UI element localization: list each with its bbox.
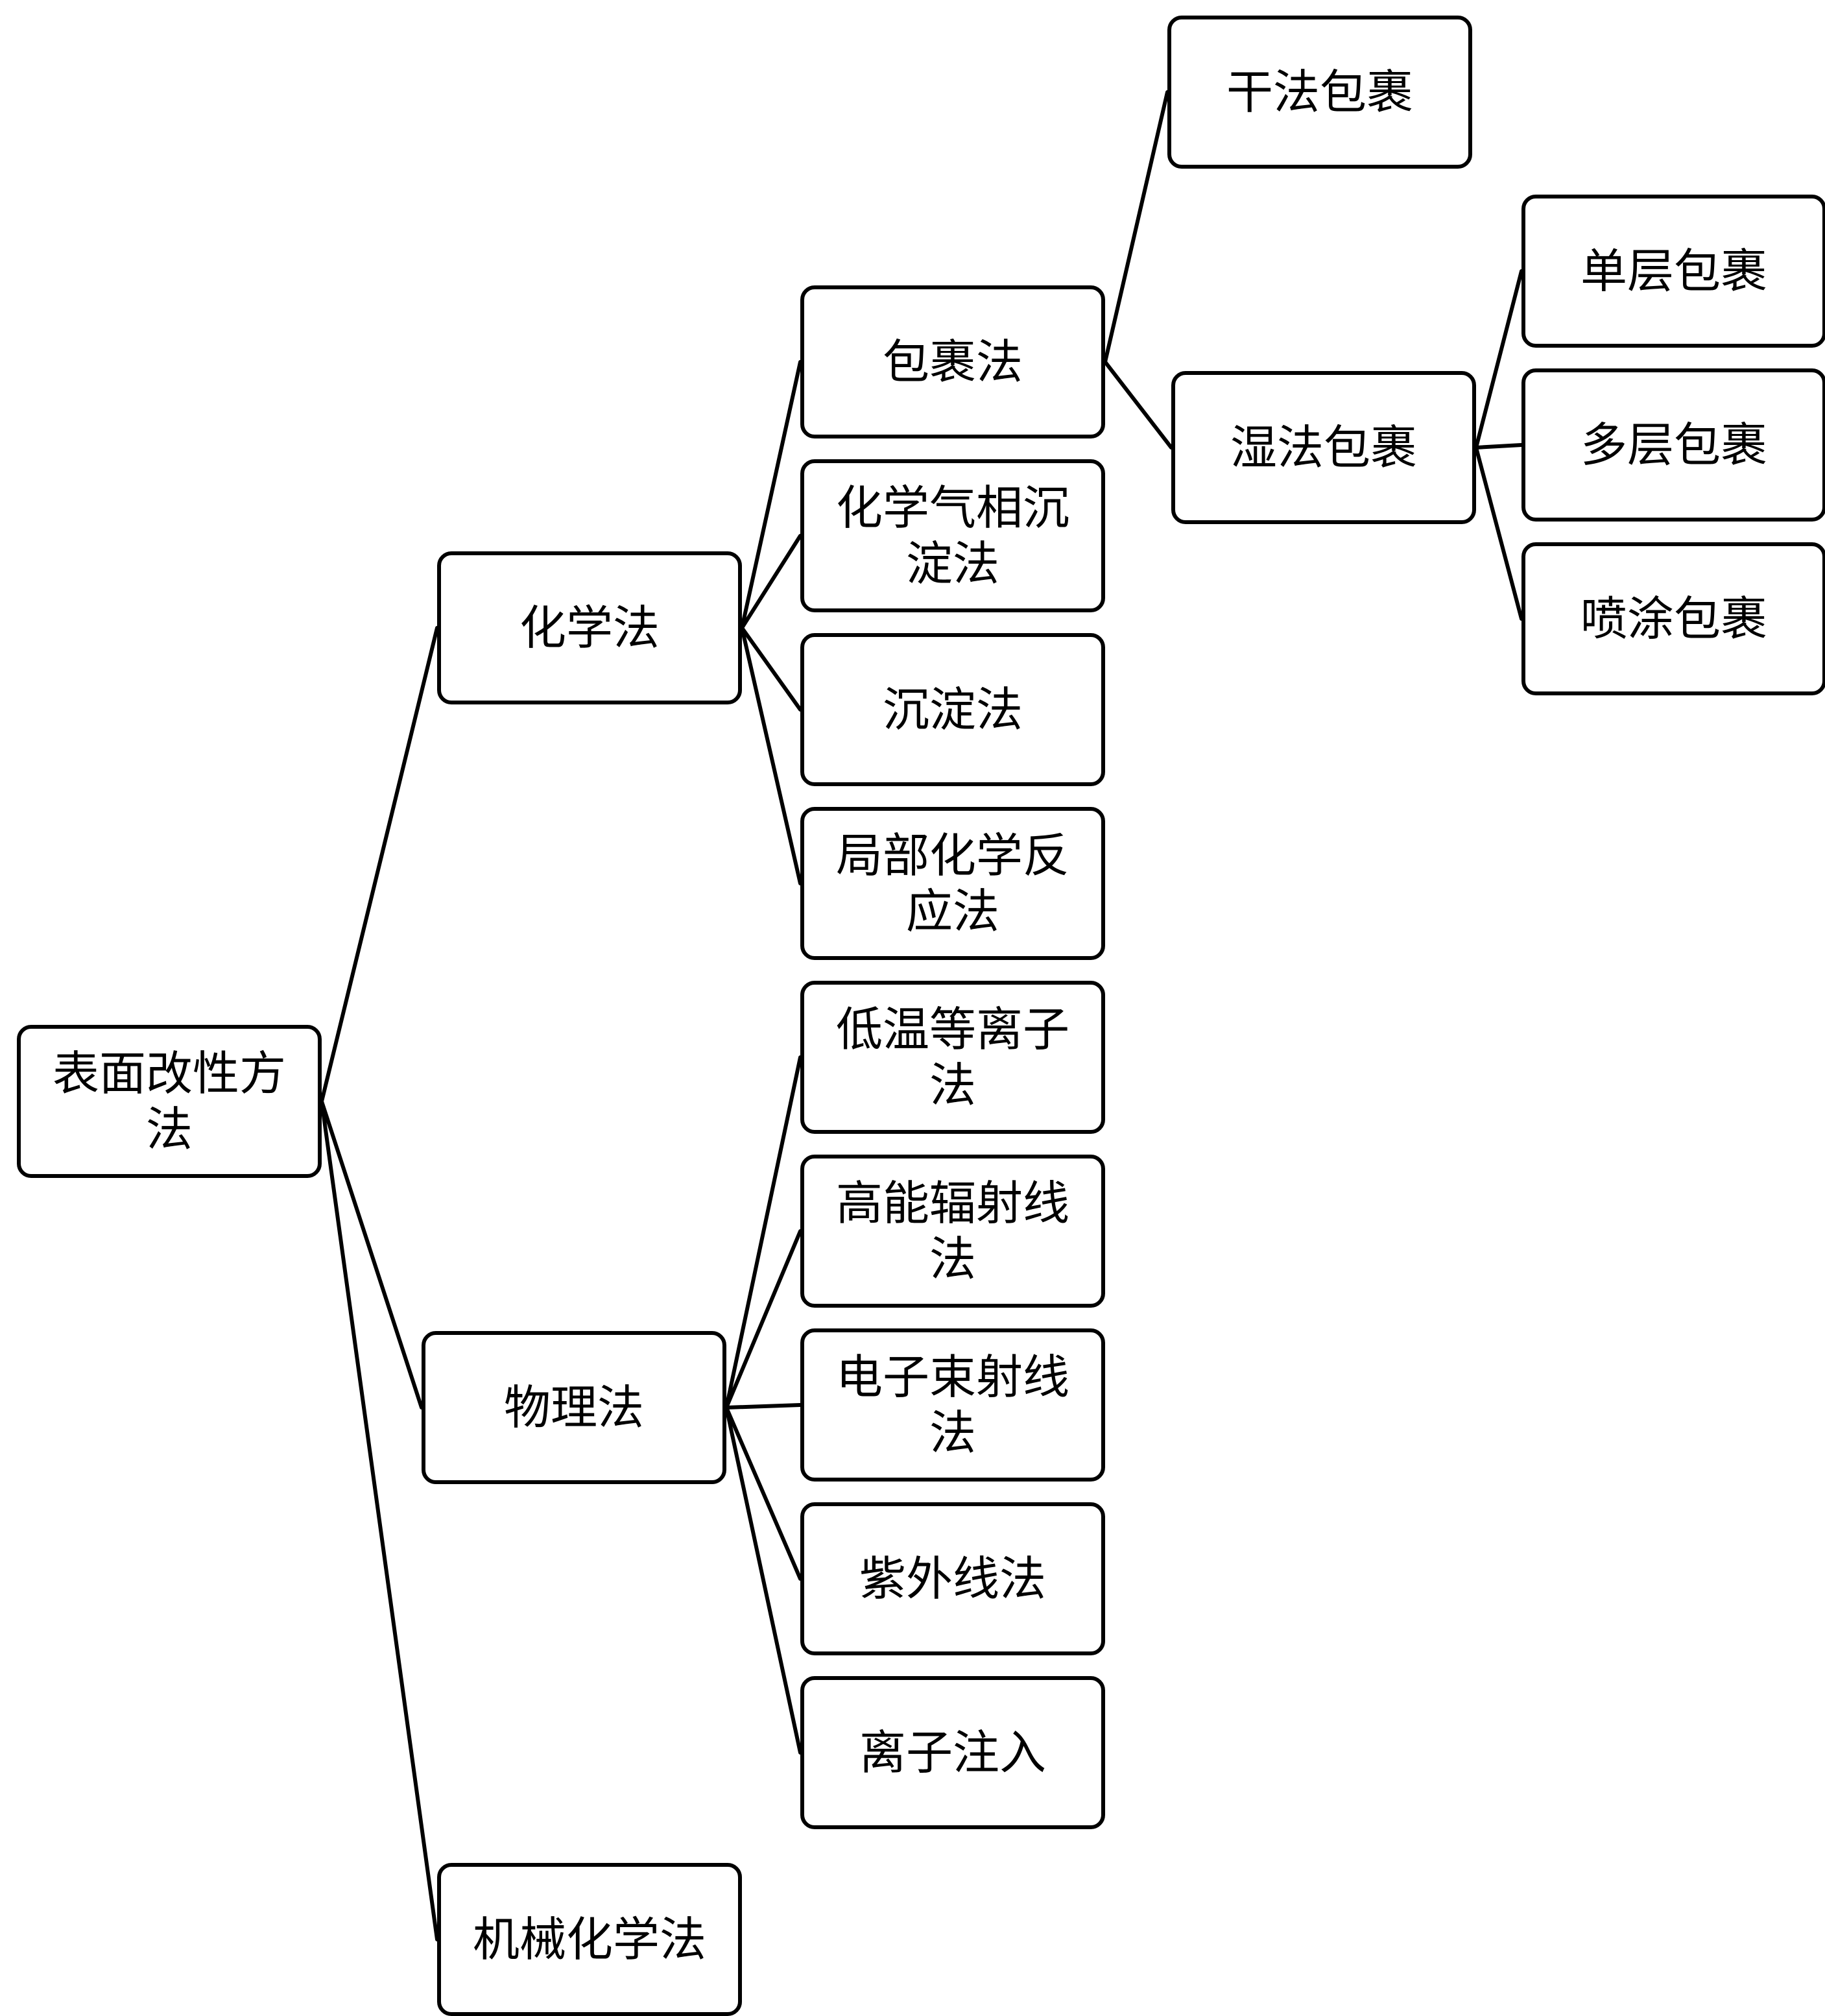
node-cvd-method-label: 化学气相沉淀法 [835, 481, 1069, 591]
edge-chem-precip [740, 626, 802, 712]
node-physical-method: 物理法 [422, 1331, 726, 1484]
node-precipitation-method: 沉淀法 [800, 633, 1105, 786]
node-wet-coating-label: 湿法包裹 [1230, 420, 1417, 475]
edge-phys-plasma [724, 1055, 802, 1410]
node-mechanochemical-method: 机械化学法 [437, 1863, 742, 2016]
node-chemical-method: 化学法 [437, 551, 742, 704]
node-uv-method-label: 紫外线法 [859, 1552, 1046, 1606]
node-ion-implantation-label: 离子注入 [859, 1725, 1046, 1780]
edge-phys-implant [724, 1406, 802, 1755]
node-single-layer-coating-label: 单层包裹 [1580, 244, 1767, 298]
node-electron-beam-method-label: 电子束射线法 [835, 1350, 1069, 1460]
node-cvd-method: 化学气相沉淀法 [800, 459, 1105, 612]
edge-phys-uv [724, 1406, 802, 1581]
node-radiation-method-label: 高能辐射线法 [835, 1176, 1069, 1286]
node-radiation-method: 高能辐射线法 [800, 1155, 1105, 1308]
edge-coat-dry [1103, 90, 1169, 364]
edge-root-phys [320, 1099, 423, 1410]
edge-wet-spray [1474, 446, 1523, 621]
node-single-layer-coating: 单层包裹 [1521, 195, 1825, 348]
node-precipitation-method-label: 沉淀法 [882, 682, 1023, 737]
edge-root-mech [320, 1099, 439, 1941]
edge-root-chem [320, 626, 439, 1103]
edge-phys-ebeam [724, 1403, 802, 1410]
node-chemical-method-label: 化学法 [519, 601, 660, 655]
node-wet-coating: 湿法包裹 [1171, 371, 1476, 524]
node-local-reaction-method-label: 局部化学反应法 [835, 828, 1069, 939]
edge-chem-cvd [740, 534, 802, 630]
node-electron-beam-method: 电子束射线法 [800, 1328, 1105, 1482]
node-mechanochemical-method-label: 机械化学法 [472, 1912, 706, 1967]
edge-chem-local [740, 626, 802, 885]
edge-phys-rad [724, 1229, 802, 1410]
node-ion-implantation: 离子注入 [800, 1676, 1105, 1829]
node-root-label: 表面改性方法 [52, 1046, 286, 1157]
edge-chem-coat [740, 360, 802, 630]
node-dry-coating: 干法包裹 [1167, 16, 1472, 169]
node-plasma-method: 低温等离子法 [800, 981, 1105, 1134]
node-multi-layer-coating-label: 多层包裹 [1580, 418, 1767, 472]
edge-wet-single [1474, 269, 1523, 450]
edge-coat-wet [1103, 360, 1173, 450]
node-local-reaction-method: 局部化学反应法 [800, 807, 1105, 960]
node-multi-layer-coating: 多层包裹 [1521, 368, 1825, 522]
node-spray-coating-label: 喷涂包裹 [1580, 592, 1767, 646]
node-physical-method-label: 物理法 [503, 1380, 644, 1435]
node-plasma-method-label: 低温等离子法 [835, 1002, 1069, 1112]
edge-wet-multi [1474, 443, 1523, 450]
node-uv-method: 紫外线法 [800, 1502, 1105, 1655]
node-root: 表面改性方法 [17, 1025, 322, 1178]
node-dry-coating-label: 干法包裹 [1226, 65, 1413, 119]
node-spray-coating: 喷涂包裹 [1521, 542, 1825, 695]
node-coating-method: 包裹法 [800, 285, 1105, 438]
node-coating-method-label: 包裹法 [882, 335, 1023, 389]
